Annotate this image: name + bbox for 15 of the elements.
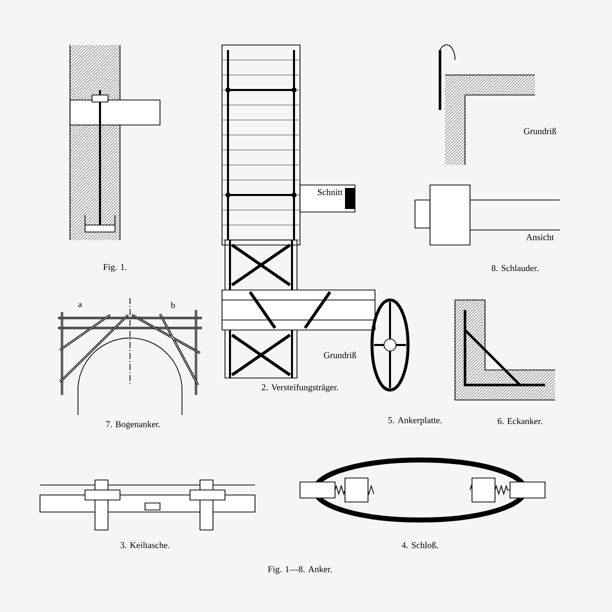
- view-label: Ansicht: [526, 234, 554, 240]
- figure-label: 4. Schloß.: [402, 542, 438, 548]
- view-label: Schnitt: [318, 188, 343, 196]
- figure-label: 5. Ankerplatte.: [388, 416, 442, 426]
- figure-label: 8. Schlauder.: [492, 264, 538, 272]
- figure-label: Fig. 1.: [103, 264, 126, 272]
- view-label: Grundriß: [324, 352, 356, 358]
- caption: Fig. 1—8. Anker.: [268, 566, 332, 574]
- figure-label: 6. Eckanker.: [498, 418, 542, 424]
- letter-label: a: [78, 302, 82, 308]
- letter-label: b: [170, 302, 175, 308]
- figure-label: 2. Versteifungsträger.: [262, 384, 338, 392]
- figure-label: 7. Bogenanker.: [106, 420, 160, 430]
- figure-label: 3. Keiltasche.: [120, 542, 170, 548]
- view-label: Grundriß: [524, 128, 556, 134]
